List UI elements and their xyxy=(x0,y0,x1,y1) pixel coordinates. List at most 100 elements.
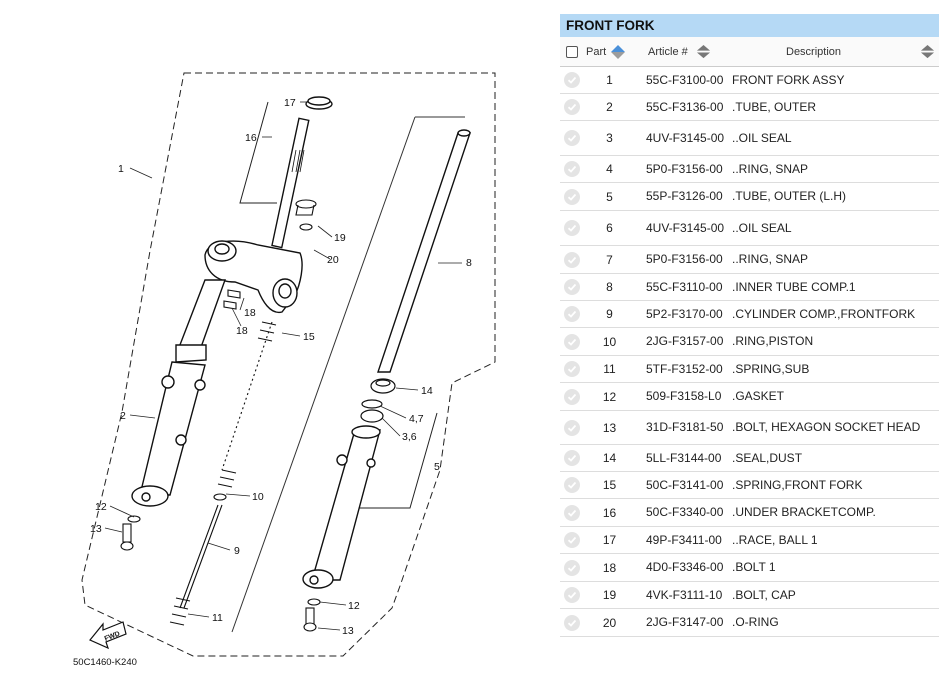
assembly-boundary xyxy=(81,72,496,657)
leader-lines xyxy=(104,101,462,631)
callout-11: 11 xyxy=(212,612,223,624)
under-bracket-16 xyxy=(204,96,333,314)
check-circle-icon[interactable] xyxy=(564,504,580,521)
part-description: .UNDER BRACKETCOMP. xyxy=(732,505,876,519)
left-fork-outer-tube xyxy=(131,279,226,507)
part-description: ..RING, SNAP xyxy=(732,161,809,176)
row-select-cell xyxy=(560,532,584,548)
check-circle-icon[interactable] xyxy=(564,333,580,350)
check-circle-icon[interactable] xyxy=(564,99,580,115)
callout-14: 14 xyxy=(421,385,433,397)
check-circle-icon[interactable] xyxy=(564,477,580,493)
header-article[interactable]: Article # xyxy=(635,44,728,59)
sort-icon[interactable] xyxy=(696,44,711,59)
table-row[interactable]: 13 31D-F3181-50 .BOLT, HEXAGON SOCKET HEAD xyxy=(560,411,939,445)
check-circle-icon[interactable] xyxy=(564,251,580,268)
part-number: 6 xyxy=(606,221,613,235)
inner-tube-leader-8 xyxy=(231,116,465,633)
check-circle-icon[interactable] xyxy=(564,532,580,548)
check-circle-icon[interactable] xyxy=(564,361,580,377)
sort-icon[interactable] xyxy=(920,44,935,59)
part-number: 4 xyxy=(606,162,613,176)
part-description: .TUBE, OUTER (L.H) xyxy=(732,189,847,203)
part-number: 8 xyxy=(606,280,613,294)
check-circle-icon[interactable] xyxy=(564,419,580,436)
check-circle-icon[interactable] xyxy=(564,388,580,405)
article-number: 5P0-F3156-00 xyxy=(646,252,723,266)
check-circle-icon[interactable] xyxy=(564,188,580,205)
callout-2: 2 xyxy=(120,410,126,422)
row-select-cell xyxy=(560,279,584,295)
row-select-cell xyxy=(560,587,584,603)
part-number: 18 xyxy=(602,560,617,575)
article-number: 4UV-F3145-00 xyxy=(646,220,725,235)
article-number: 5LL-F3144-00 xyxy=(646,450,722,465)
header-description[interactable]: Description xyxy=(728,44,939,59)
part-number: 11 xyxy=(603,362,616,376)
callout-5: 5 xyxy=(434,461,440,473)
table-row[interactable]: 9 5P2-F3170-00 .CYLINDER COMP.,FRONTFORK xyxy=(560,301,939,328)
check-circle-icon[interactable] xyxy=(564,306,580,322)
callout-16: 16 xyxy=(245,132,257,144)
part-number: 13 xyxy=(602,420,617,435)
select-all-checkbox[interactable] xyxy=(566,45,578,58)
sort-active-icon[interactable] xyxy=(610,44,626,60)
select-all-cell xyxy=(560,45,584,58)
row-select-cell xyxy=(560,220,584,236)
table-row[interactable]: 14 5LL-F3144-00 .SEAL,DUST xyxy=(560,445,939,472)
part-number: 19 xyxy=(602,588,617,602)
callout-20: 20 xyxy=(327,254,339,266)
part-description: .SEAL,DUST xyxy=(732,450,803,465)
check-circle-icon[interactable] xyxy=(564,72,580,88)
part-number: 14 xyxy=(602,451,617,465)
callout-15: 15 xyxy=(303,331,315,343)
check-circle-icon[interactable] xyxy=(564,559,580,576)
part-description: .CYLINDER COMP.,FRONTFORK xyxy=(732,306,916,321)
check-circle-icon[interactable] xyxy=(564,587,580,603)
row-select-cell xyxy=(560,614,584,631)
check-circle-icon[interactable] xyxy=(564,450,580,466)
table-header: Part Article # Description xyxy=(560,37,939,67)
header-part[interactable]: Part xyxy=(584,44,635,60)
check-circle-icon[interactable] xyxy=(564,130,580,146)
check-circle-icon[interactable] xyxy=(564,161,580,177)
check-circle-icon[interactable] xyxy=(564,614,580,631)
callout-12-left: 12 xyxy=(95,501,107,513)
part-description: .BOLT, HEXAGON SOCKET HEAD xyxy=(732,420,921,434)
article-number: 31D-F3181-50 xyxy=(646,420,724,434)
header-part-label: Part xyxy=(586,45,607,58)
article-number: 2JG-F3157-00 xyxy=(646,334,724,348)
check-circle-icon[interactable] xyxy=(564,220,580,236)
part-number: 20 xyxy=(602,615,617,630)
part-number: 9 xyxy=(606,307,613,321)
article-number: 4D0-F3346-00 xyxy=(646,560,724,574)
row-select-cell xyxy=(560,99,584,115)
part-number: 17 xyxy=(602,533,617,547)
part-number: 15 xyxy=(602,478,617,492)
callout-10: 10 xyxy=(252,491,264,503)
callout-12-right: 12 xyxy=(348,600,360,612)
article-number: 5P2-F3170-00 xyxy=(646,306,723,321)
row-select-cell xyxy=(560,504,584,521)
check-circle-icon[interactable] xyxy=(564,279,580,295)
bolts xyxy=(120,289,321,632)
row-select-cell xyxy=(560,388,584,405)
